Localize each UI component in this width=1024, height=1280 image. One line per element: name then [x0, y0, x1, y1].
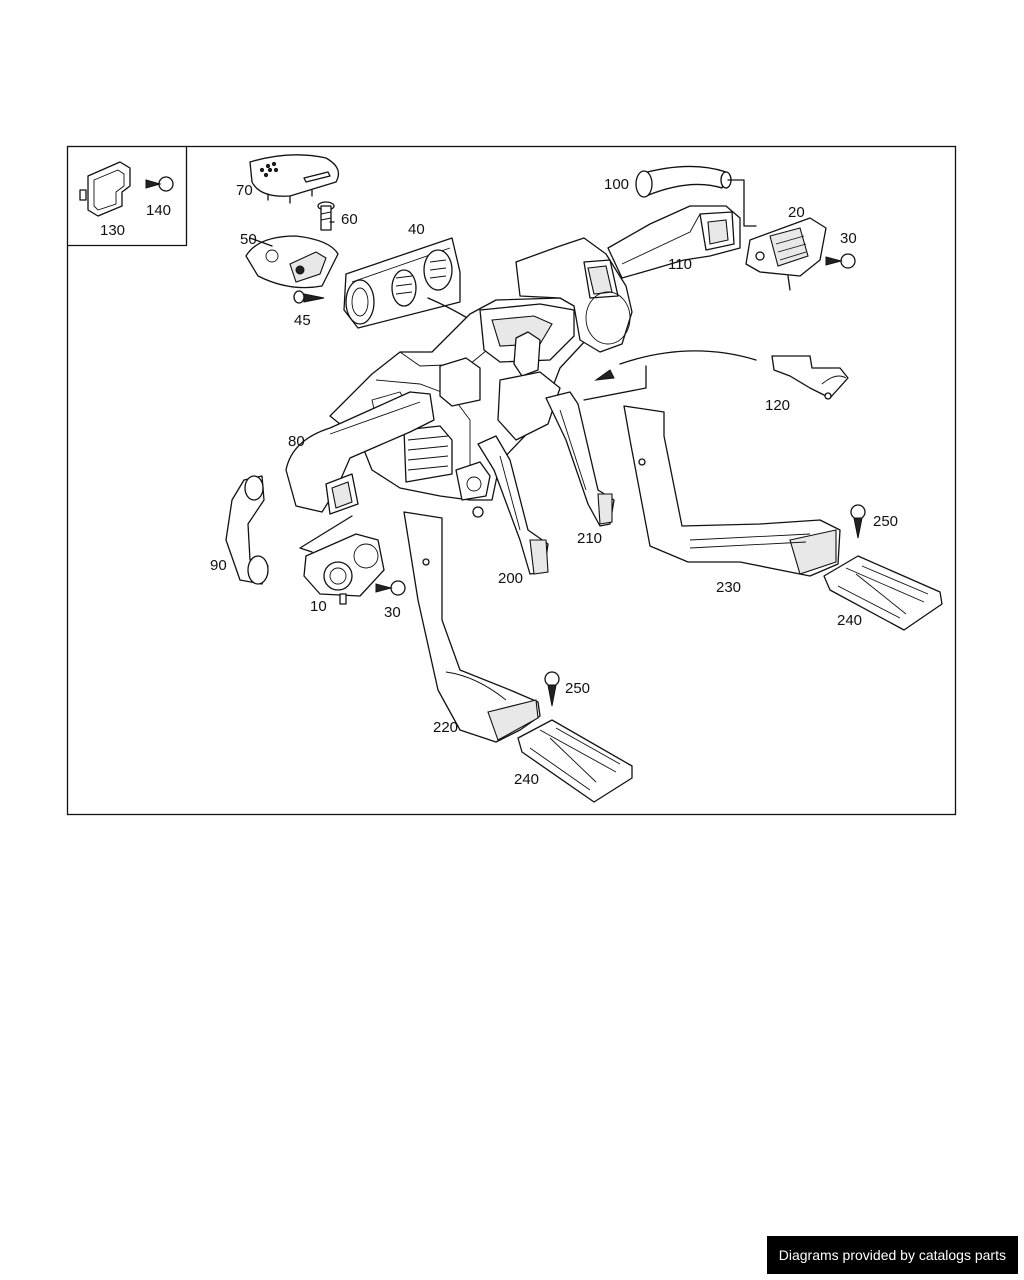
- part-250-screw-bottom: [544, 671, 560, 707]
- part-30-screw-right: [825, 253, 856, 269]
- blower-housing: [515, 237, 633, 353]
- callout-90: 90: [210, 557, 227, 574]
- part-200-duct: [477, 435, 549, 575]
- part-10-vent: [299, 515, 385, 605]
- diagram-border: [66, 145, 957, 816]
- inset-box: [66, 145, 188, 247]
- part-30-screw-left: [375, 580, 406, 596]
- callout-230: 230: [716, 579, 741, 596]
- part-80-duct: [285, 391, 435, 515]
- callout-220: 220: [433, 719, 458, 736]
- part-45-screw: [293, 290, 325, 304]
- part-70-cover: [249, 154, 340, 204]
- callout-200: 200: [498, 570, 523, 587]
- callout-250-right: 250: [873, 513, 898, 530]
- callout-10: 10: [310, 598, 327, 615]
- part-240-vent-right: [823, 555, 943, 631]
- part-240-vent-bottom: [517, 719, 633, 803]
- callout-45: 45: [294, 312, 311, 329]
- leader-lines: [249, 221, 335, 247]
- part-250-screw-right: [850, 504, 866, 539]
- part-110-duct: [607, 205, 741, 279]
- callout-40: 40: [408, 221, 425, 238]
- callout-80: 80: [288, 433, 305, 450]
- part-120-duct-piece: [771, 355, 849, 400]
- callout-240-right: 240: [837, 612, 862, 629]
- callout-20: 20: [788, 204, 805, 221]
- callout-120: 120: [765, 397, 790, 414]
- part-210-duct: [545, 391, 615, 527]
- callout-50: 50: [240, 231, 257, 248]
- arrow-120: [619, 350, 757, 365]
- callout-70: 70: [236, 182, 253, 199]
- watermark-banner: Diagrams provided by catalogs parts: [766, 1236, 1018, 1274]
- part-100-hose: [635, 165, 732, 198]
- callout-labels: 130 140 70 60 50 40 45 100 20 30 110 120…: [100, 176, 898, 788]
- main-duct-housing: [329, 297, 587, 518]
- part-230-duct: [623, 405, 841, 577]
- callout-240-bottom: 240: [514, 771, 539, 788]
- callout-130: 130: [100, 222, 125, 239]
- part-130-bracket: [79, 161, 131, 217]
- part-90-hose: [225, 475, 269, 585]
- callout-250-bottom: 250: [565, 680, 590, 697]
- callout-110: 110: [668, 256, 692, 273]
- part-40-centre-vent: [343, 237, 461, 329]
- callout-60: 60: [341, 211, 358, 228]
- part-20-side-vent: [727, 179, 827, 291]
- part-60-bolt: [317, 201, 335, 231]
- callout-210: 210: [577, 530, 602, 547]
- part-220-duct: [403, 511, 541, 743]
- part-140-screw: [145, 176, 174, 192]
- part-50-plate: [245, 235, 339, 289]
- callout-30-left: 30: [384, 604, 401, 621]
- callout-100: 100: [604, 176, 629, 193]
- callout-30-right: 30: [840, 230, 857, 247]
- callout-140: 140: [146, 202, 171, 219]
